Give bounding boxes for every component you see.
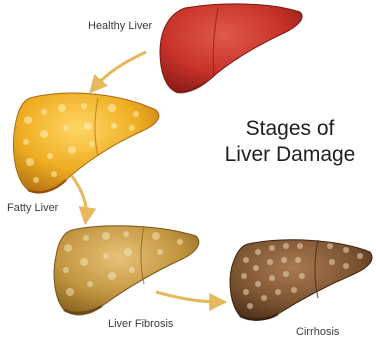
diagram-title: Stages of Liver Damage	[206, 116, 374, 168]
arrow-fibrosis-to-cirrhosis	[156, 292, 220, 302]
arrow-healthy-to-fatty	[94, 52, 146, 88]
title-line-2: Liver Damage	[206, 142, 374, 168]
arrow-fatty-to-fibrosis	[72, 176, 86, 218]
label-liver-fibrosis: Liver Fibrosis	[108, 318, 173, 330]
label-fatty-liver: Fatty Liver	[7, 202, 58, 214]
healthy-liver-icon	[160, 4, 302, 93]
label-cirrhosis: Cirrhosis	[296, 326, 339, 338]
fatty-liver-icon	[14, 93, 159, 193]
title-line-1: Stages of	[206, 116, 374, 142]
label-healthy-liver: Healthy Liver	[88, 20, 152, 32]
fibrosis-liver-icon	[54, 226, 199, 315]
cirrhosis-liver-icon	[230, 240, 372, 320]
